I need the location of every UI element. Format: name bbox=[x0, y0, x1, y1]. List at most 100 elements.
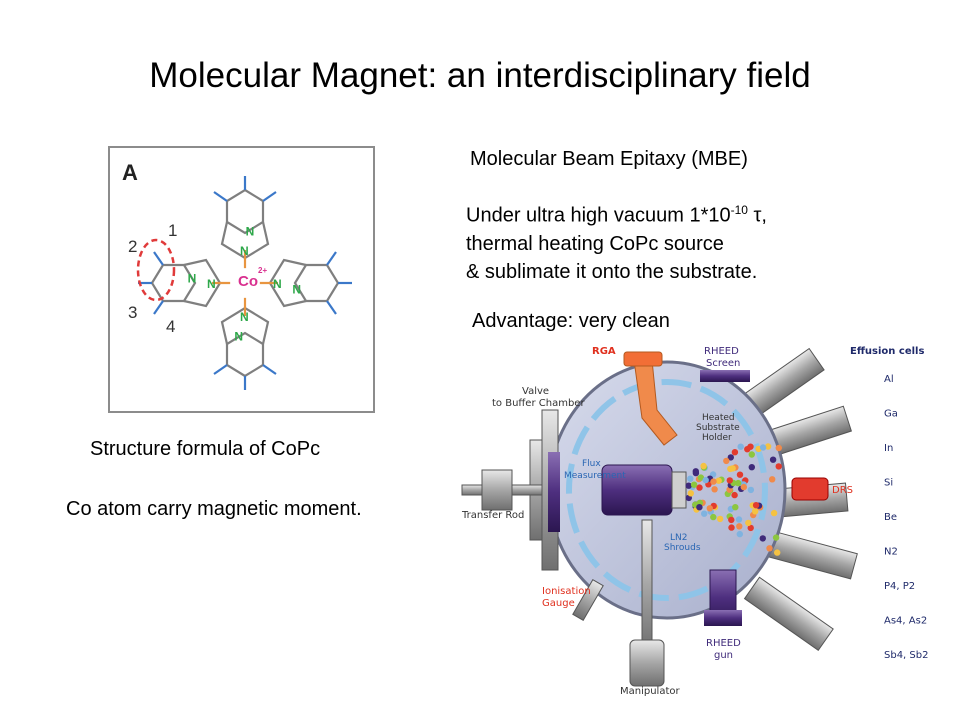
beam-particle bbox=[752, 508, 759, 515]
beam-particle bbox=[701, 510, 708, 517]
center-atom-cobalt: Co bbox=[238, 273, 258, 290]
beam-particle bbox=[690, 481, 698, 488]
position-label-4: 4 bbox=[166, 317, 175, 336]
beam-particle bbox=[759, 535, 766, 542]
beam-particle bbox=[752, 502, 760, 509]
flux-label-2: Measurement bbox=[564, 471, 626, 481]
beam-particle bbox=[735, 479, 742, 487]
beam-particle bbox=[710, 513, 717, 521]
beam-particle bbox=[700, 462, 707, 470]
meso-nitrogen-atom: N bbox=[188, 271, 197, 285]
beam-particle bbox=[747, 486, 755, 494]
transfer-rod-label: Transfer Rod bbox=[461, 510, 524, 521]
beam-particle bbox=[685, 482, 692, 489]
beam-particle bbox=[744, 446, 751, 453]
drs-label: DRS bbox=[832, 485, 853, 496]
advantage-text: Advantage: very clean bbox=[472, 310, 670, 332]
valve-label-2: to Buffer Chamber bbox=[492, 398, 585, 409]
beam-particle bbox=[736, 530, 743, 538]
uhv-description: Under ultra high vacuum 1*10-10 τ, therm… bbox=[466, 196, 767, 286]
beam-particle bbox=[728, 524, 735, 531]
rheed-gun-label-1: RHEED bbox=[706, 638, 741, 649]
beam-particle bbox=[692, 469, 700, 477]
beam-particle bbox=[747, 524, 754, 532]
beam-particle bbox=[775, 463, 782, 470]
beam-particle bbox=[715, 477, 722, 484]
heated-label-3: Holder bbox=[702, 433, 732, 443]
rheed-screen-label-1: RHEED bbox=[704, 346, 739, 357]
effusion-cell-label: As4, As2 bbox=[884, 616, 927, 627]
beam-particle bbox=[748, 464, 755, 471]
flux-label-1: Flux bbox=[582, 459, 601, 469]
position-label-3: 3 bbox=[128, 303, 137, 322]
manipulator bbox=[641, 519, 653, 651]
ionisation-label-1: Ionisation bbox=[542, 586, 591, 597]
beam-particle bbox=[775, 444, 782, 452]
beam-particle bbox=[759, 444, 767, 451]
beam-particle bbox=[731, 491, 738, 499]
beam-particle bbox=[727, 454, 734, 461]
beam-particle bbox=[745, 519, 752, 527]
effusion-cell-label: Sb4, Sb2 bbox=[884, 650, 928, 661]
beam-particle bbox=[711, 486, 718, 493]
beam-particle bbox=[740, 483, 747, 491]
beam-particle bbox=[702, 476, 709, 484]
beam-particle bbox=[687, 490, 694, 497]
valve-label-1: Valve bbox=[522, 386, 549, 397]
structure-caption: Structure formula of CoPc bbox=[90, 438, 321, 460]
effusion-cell-label: In bbox=[884, 443, 893, 454]
beam-particle bbox=[736, 471, 744, 478]
cobalt-charge: 2+ bbox=[258, 266, 267, 275]
ln2-label-1: LN2 bbox=[670, 533, 687, 543]
mbe-heading: Molecular Beam Epitaxy (MBE) bbox=[470, 148, 748, 170]
beam-particle bbox=[731, 449, 739, 456]
panel-label: A bbox=[122, 160, 138, 185]
beam-particle bbox=[748, 451, 755, 458]
co-caption: Co atom carry magnetic moment. bbox=[66, 498, 362, 520]
beam-particle bbox=[769, 456, 777, 463]
effusion-cell-label: P4, P2 bbox=[884, 581, 915, 592]
nitrogen-atom: N bbox=[240, 310, 249, 324]
beam-particle bbox=[766, 545, 773, 552]
uhv-line-3: & sublimate it onto the substrate. bbox=[466, 260, 758, 283]
beam-particle bbox=[769, 476, 776, 483]
nitrogen-atom: N bbox=[207, 277, 216, 291]
meso-nitrogen-atom: N bbox=[234, 329, 243, 343]
beam-particle bbox=[774, 549, 781, 556]
beam-particle bbox=[710, 478, 717, 485]
rga-label: RGA bbox=[592, 346, 616, 357]
beam-particle bbox=[772, 534, 780, 541]
beam-particle bbox=[764, 443, 772, 450]
heated-label-2: Substrate bbox=[696, 423, 740, 433]
ionisation-gauge bbox=[572, 578, 604, 622]
beam-particle bbox=[716, 515, 724, 523]
beam-particle bbox=[723, 457, 730, 465]
beam-particle bbox=[726, 477, 733, 484]
effusion-cell-label: Al bbox=[884, 374, 894, 385]
uhv-line-1: Under ultra high vacuum 1*10-10 τ, bbox=[466, 203, 767, 227]
beam-particle bbox=[696, 504, 703, 511]
effusion-cell-label: N2 bbox=[884, 547, 898, 558]
beam-particle bbox=[770, 509, 778, 517]
effusion-cell-label: Ga bbox=[884, 409, 898, 420]
rheed-gun-label-2: gun bbox=[714, 650, 733, 661]
uhv-line-2: thermal heating CoPc source bbox=[466, 232, 724, 255]
meso-nitrogen-atom: N bbox=[246, 225, 255, 239]
mbe-chamber-diagram: RGA RHEED Screen Valve to Buffer Chamber… bbox=[461, 346, 928, 697]
beam-particle bbox=[728, 516, 735, 524]
beam-particle bbox=[729, 465, 736, 472]
beam-particle bbox=[687, 475, 694, 482]
beam-particle bbox=[735, 516, 743, 523]
manipulator-label: Manipulator bbox=[620, 686, 681, 697]
beam-particle bbox=[697, 474, 705, 481]
nitrogen-atom: N bbox=[273, 277, 282, 291]
beam-particle bbox=[732, 504, 739, 511]
position-label-1: 1 bbox=[168, 221, 177, 240]
slide-title: Molecular Magnet: an interdisciplinary f… bbox=[149, 56, 811, 95]
highlight-circle bbox=[136, 238, 176, 302]
beam-particle bbox=[737, 443, 744, 450]
beam-particle bbox=[706, 505, 713, 512]
position-label-2: 2 bbox=[128, 237, 137, 256]
meso-nitrogen-atom: N bbox=[292, 283, 301, 297]
